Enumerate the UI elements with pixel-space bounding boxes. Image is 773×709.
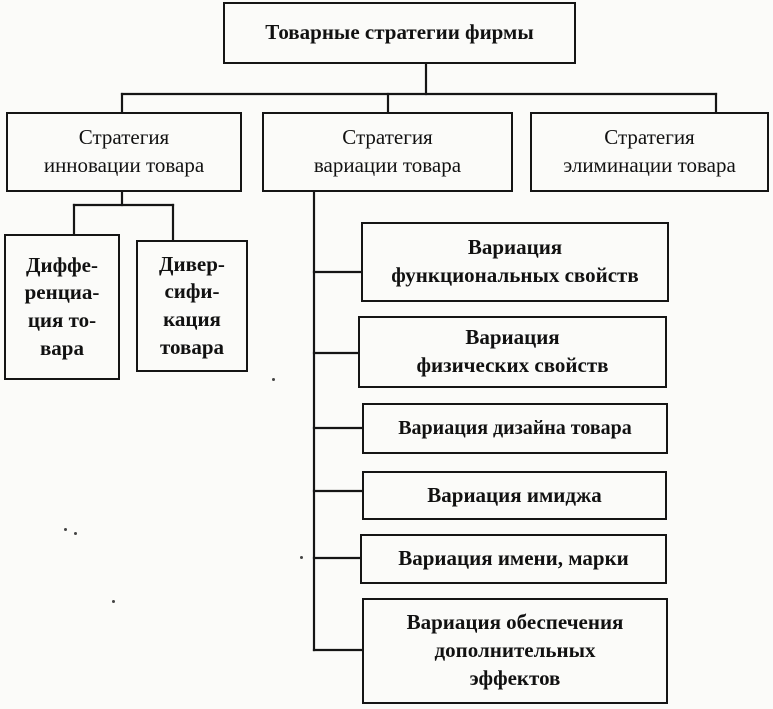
variation-strategy-box: Стратегия вариации товара — [262, 112, 513, 192]
variation-strategy-label: Стратегия вариации товара — [313, 125, 462, 177]
root-box: Товарные стратегии фирмы — [223, 2, 576, 64]
variation-design-box: Вариация дизайна товара — [362, 403, 668, 454]
variation-image-label: Вариация имиджа — [427, 482, 602, 507]
root-label: Товарные стратегии фирмы — [265, 20, 534, 45]
differentiation-label: Диффе- ренциа- ция то- вара — [24, 252, 100, 360]
scan-speck — [112, 600, 115, 603]
innovation-strategy-box: Стратегия инновации товара — [6, 112, 242, 192]
variation-design-label: Вариация дизайна товара — [398, 417, 632, 440]
variation-image-box: Вариация имиджа — [362, 471, 667, 520]
variation-name-brand-label: Вариация имени, марки — [398, 546, 629, 571]
variation-functional-box: Вариация функциональных свойств — [361, 222, 669, 302]
variation-name-brand-box: Вариация имени, марки — [360, 534, 667, 584]
innovation-strategy-label: Стратегия инновации товара — [43, 125, 205, 177]
variation-physical-label: Вариация физических свойств — [416, 325, 609, 377]
scan-speck — [272, 378, 275, 381]
diversification-box: Дивер- сифи- кация товара — [136, 240, 248, 372]
variation-extra-effects-label: Вариация обеспечения дополнительных эффе… — [406, 610, 624, 690]
variation-extra-effects-box: Вариация обеспечения дополнительных эффе… — [362, 598, 668, 704]
elimination-strategy-label: Стратегия элиминации товара — [563, 125, 736, 177]
scan-speck — [74, 532, 77, 535]
scan-speck — [300, 556, 303, 559]
variation-physical-box: Вариация физических свойств — [358, 316, 667, 388]
differentiation-box: Диффе- ренциа- ция то- вара — [4, 234, 120, 380]
scan-speck — [64, 528, 67, 531]
elimination-strategy-box: Стратегия элиминации товара — [530, 112, 769, 192]
diversification-label: Дивер- сифи- кация товара — [159, 251, 225, 359]
variation-functional-label: Вариация функциональных свойств — [391, 235, 639, 287]
